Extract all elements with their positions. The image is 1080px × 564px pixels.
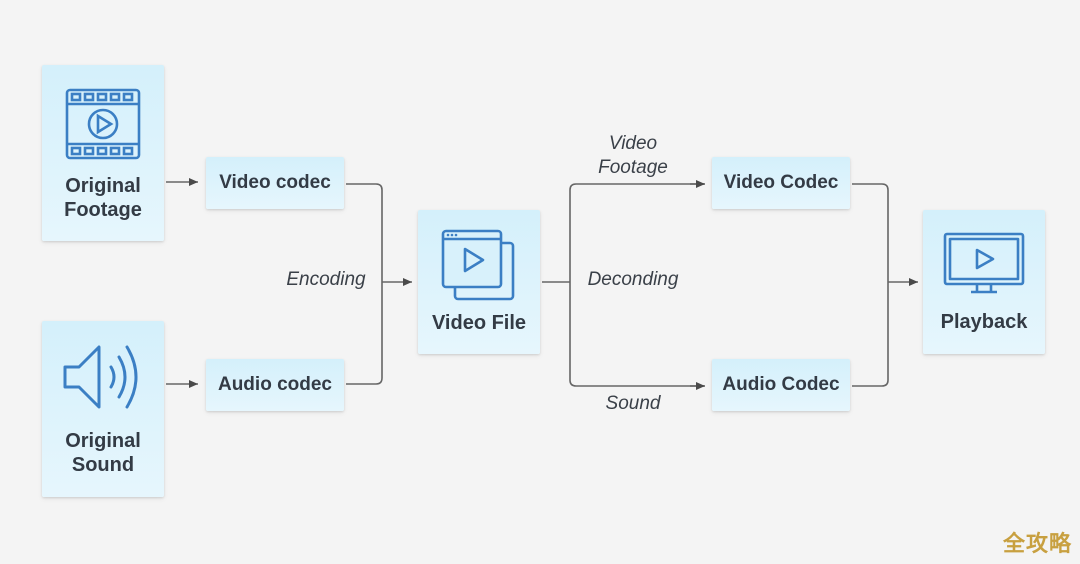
audio-codec-encode-label: Audio codec (217, 374, 332, 395)
video-codec-encode-node: Video codec (206, 157, 344, 209)
video-file-label: Video File (431, 312, 527, 334)
deconding-label: Deconding (587, 269, 679, 290)
original-footage-label: Original Footage (64, 175, 142, 221)
encoding-label: Encoding (286, 269, 366, 290)
line-codec-merge-playback (852, 183, 889, 387)
video-footage-label: Video Footage (598, 133, 668, 178)
video-file-node: Video File (418, 210, 540, 354)
original-sound-node: Original Sound (42, 321, 164, 497)
original-sound-label: Original Sound (65, 430, 141, 476)
playback-label: Playback (940, 311, 1028, 333)
video-codec-decode-label: Video Codec (723, 172, 839, 193)
film-play-icon (65, 88, 141, 160)
speaker-icon (63, 345, 138, 409)
video-codec-decode-node: Video Codec (712, 157, 850, 209)
video-codec-encode-label: Video codec (219, 172, 331, 193)
audio-codec-encode-node: Audio codec (206, 359, 344, 411)
playback-node: Playback (923, 210, 1045, 354)
sound-label: Sound (605, 393, 661, 414)
line-decoding-split (569, 183, 704, 387)
line-video-codec-merge (346, 183, 383, 385)
monitor-play-icon (943, 232, 1025, 294)
original-footage-node: Original Footage (42, 65, 164, 241)
watermark-logo: 全攻略 (1002, 532, 1072, 557)
video-file-icon (441, 229, 515, 301)
audio-codec-decode-label: Audio Codec (722, 374, 840, 395)
audio-codec-decode-node: Audio Codec (712, 359, 850, 411)
